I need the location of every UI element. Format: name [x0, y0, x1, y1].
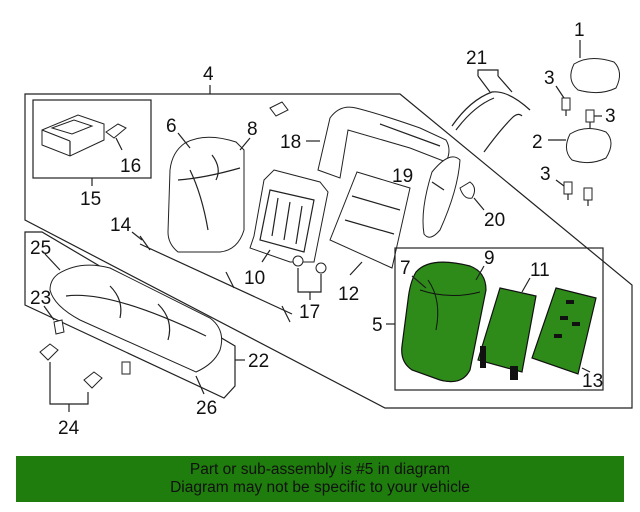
callout-18: 18 — [280, 132, 301, 153]
callout-13: 13 — [582, 371, 603, 392]
callout-22: 22 — [248, 351, 269, 372]
callout-15: 15 — [80, 189, 101, 210]
callout-26: 26 — [196, 398, 217, 419]
banner-line-1: Part or sub-assembly is #5 in diagram — [189, 461, 451, 478]
washer-part — [292, 255, 304, 267]
callout-2: 2 — [532, 132, 543, 153]
callout-1: 1 — [574, 20, 585, 41]
back-panel-13-part — [531, 287, 597, 375]
washer-part — [315, 262, 327, 274]
back-panel-12-part — [329, 171, 411, 269]
clip-24-part — [39, 343, 103, 389]
wire-bracket-21-part — [451, 91, 531, 153]
banner-line-2: Diagram may not be specific to your vehi… — [170, 479, 470, 496]
callout-8: 8 — [247, 119, 258, 140]
seat-back-cover-part — [401, 261, 487, 383]
armrest-part — [41, 114, 105, 157]
callout-6: 6 — [166, 116, 177, 137]
clip-20-part — [459, 181, 476, 199]
callout-19: 19 — [392, 166, 413, 187]
clip-23-part — [53, 319, 65, 335]
callout-25: 25 — [30, 238, 51, 259]
side-bolster-19-part — [422, 156, 461, 238]
headrest-2-part — [566, 128, 612, 164]
callout-5: 5 — [372, 315, 383, 336]
callout-14: 14 — [110, 215, 132, 236]
callout-9: 9 — [484, 248, 495, 269]
headrest-1-part — [570, 58, 620, 94]
callout-20: 20 — [484, 210, 505, 231]
callout-11: 11 — [530, 260, 550, 281]
seat-back-frame-11-part — [477, 287, 537, 380]
clip-part — [121, 361, 131, 375]
info-banner: Part or sub-assembly is #5 in diagram Di… — [16, 456, 624, 502]
callout-21: 21 — [466, 48, 487, 69]
seat-back-frame-part — [249, 169, 329, 263]
selected-assembly-box — [394, 247, 604, 391]
callout-12: 12 — [338, 284, 359, 305]
callout-16: 16 — [120, 156, 141, 177]
callout-23: 23 — [30, 288, 51, 309]
bracket-16-part — [105, 123, 127, 151]
callout-17: 17 — [299, 302, 320, 323]
callout-3: 3 — [540, 164, 551, 185]
callout-24: 24 — [58, 418, 80, 439]
cushion-box-outline — [24, 231, 236, 399]
seat-back-trim-part — [167, 136, 245, 253]
callout-7: 7 — [400, 258, 411, 279]
main-assembly-outline — [24, 93, 633, 409]
rod-14-part — [139, 235, 293, 323]
seat-cushion-26-part — [49, 264, 223, 373]
callout-3: 3 — [544, 68, 555, 89]
clip-part — [269, 101, 289, 117]
callout-4: 4 — [203, 64, 214, 85]
parts-diagram: 1 3 3 2 3 4 21 6 8 16 15 18 19 20 14 25 … — [24, 20, 633, 439]
callout-3: 3 — [605, 106, 616, 127]
callout-10: 10 — [244, 268, 265, 289]
